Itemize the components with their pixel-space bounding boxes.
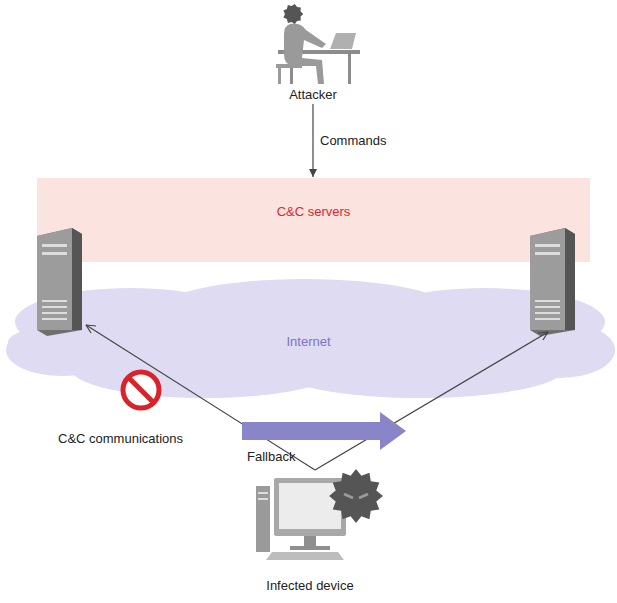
- node-label: Attacker: [289, 87, 337, 103]
- virus-blob: [329, 469, 383, 523]
- diagram-label: C&C communications: [58, 431, 183, 447]
- node-label: C&C servers: [277, 204, 351, 220]
- node-label: Internet: [286, 334, 330, 350]
- device-node: Infected device: [230, 470, 390, 594]
- cc-server-band: C&C servers: [37, 178, 590, 262]
- attacker-figure: [276, 4, 360, 84]
- attacker-node: Attacker: [258, 0, 368, 103]
- edge-label: Commands: [320, 133, 386, 149]
- infected-device: [256, 469, 383, 560]
- virus-eyes: [344, 494, 368, 498]
- virus-blob: [283, 4, 303, 24]
- node-label: Infected device: [266, 578, 353, 594]
- internet-cloud: Internet: [0, 278, 617, 405]
- fallback-arrow: [242, 412, 406, 450]
- command-arrow: [312, 104, 313, 177]
- diagram-label: Fallback: [247, 449, 295, 465]
